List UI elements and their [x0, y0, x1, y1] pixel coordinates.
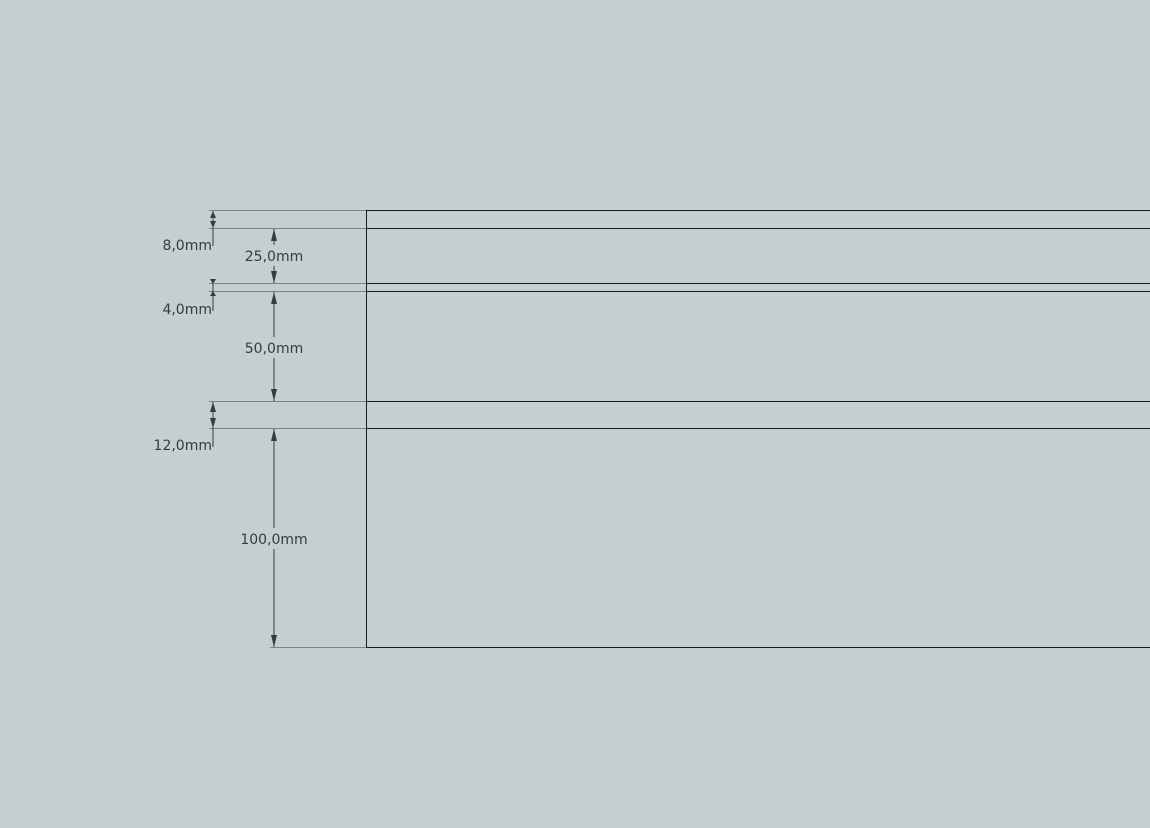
left-dimension-chain [210, 211, 216, 447]
dim-label-50: 50,0mm [245, 341, 303, 357]
extension-lines [209, 210, 366, 648]
dim-label-12: 12,0mm [154, 438, 212, 454]
dim-label-4: 4,0mm [162, 302, 212, 318]
dimension-labels: 8,0mm 25,0mm 4,0mm 50,0mm 12,0mm 100,0mm [154, 238, 308, 548]
section-geometry [366, 210, 1150, 648]
dim-label-25: 25,0mm [245, 249, 303, 265]
dim-8-arrow-bottom [210, 221, 216, 228]
dim-label-100: 100,0mm [240, 532, 307, 548]
dim-8-arrow-top [210, 211, 216, 218]
middle-dimension-chain [271, 229, 277, 647]
dim-label-8: 8,0mm [162, 238, 212, 254]
